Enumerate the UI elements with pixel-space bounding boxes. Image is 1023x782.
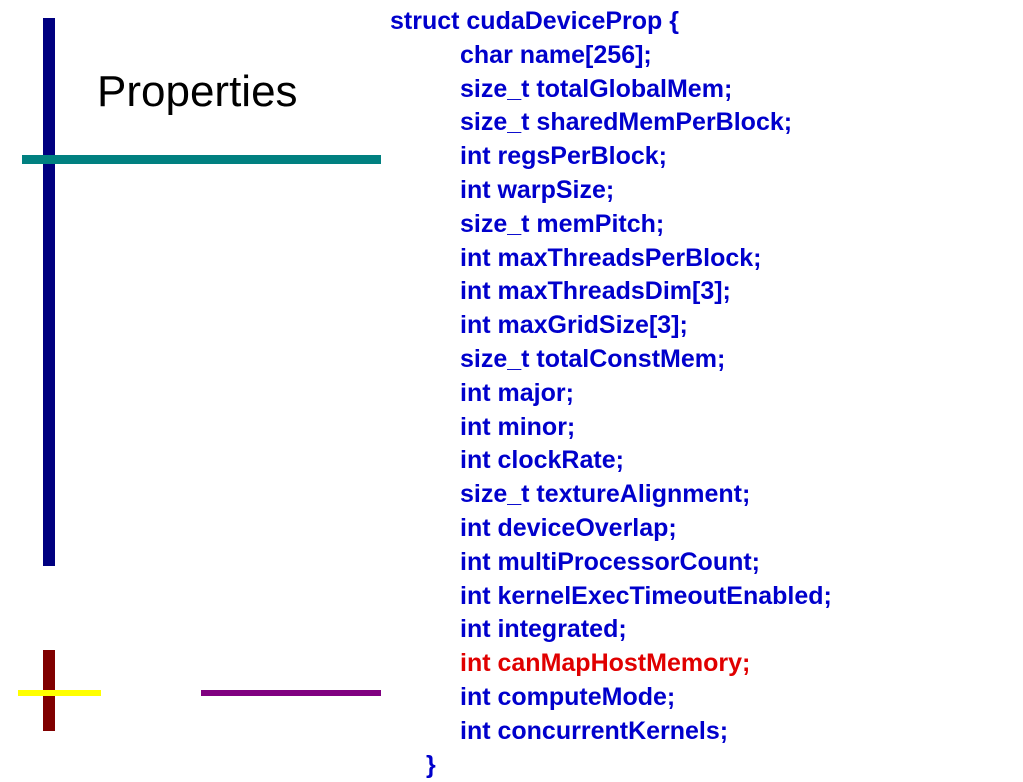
struct-field-major: int major; [460, 378, 574, 407]
struct-field-regsperblock: int regsPerBlock; [460, 142, 668, 171]
struct-field-concurrentkernels: int concurrentKernels; [460, 716, 729, 745]
struct-field-kernelexectimeoutenabled: int kernelExecTimeoutEnabled; [460, 581, 832, 610]
struct-field-sharedmemperblock: size_t sharedMemPerBlock; [460, 108, 793, 137]
decorative-horizontal-yellow-bar [18, 690, 101, 696]
struct-close-line: } [426, 750, 436, 779]
struct-field-canmaphostmemory-highlighted: int canMapHostMemory; [460, 649, 751, 678]
struct-field-minor: int minor; [460, 412, 576, 441]
struct-field-computemode: int computeMode; [460, 682, 676, 711]
struct-field-multiprocessorcount: int multiProcessorCount; [460, 547, 761, 576]
struct-field-warpsize: int warpSize; [460, 175, 615, 204]
struct-field-maxgridsize: int maxGridSize[3]; [460, 311, 688, 340]
struct-field-texturealignment: size_t textureAlignment; [460, 480, 751, 509]
decorative-vertical-navy-bar [43, 18, 55, 566]
struct-field-mempitch: size_t memPitch; [460, 209, 665, 238]
decorative-horizontal-purple-bar [201, 690, 381, 696]
struct-field-maxthreadsdim: int maxThreadsDim[3]; [460, 277, 731, 306]
struct-field-clockrate: int clockRate; [460, 446, 624, 475]
slide-title: Properties [97, 67, 298, 116]
decorative-horizontal-teal-bar [22, 155, 381, 164]
struct-field-integrated: int integrated; [460, 615, 627, 644]
struct-open-line: struct cudaDeviceProp { [390, 7, 679, 35]
struct-code-block: struct cudaDeviceProp { char name[256]; … [390, 5, 832, 782]
struct-field-totalglobalmem: size_t totalGlobalMem; [460, 74, 733, 103]
struct-field-maxthreadsperblock: int maxThreadsPerBlock; [460, 243, 762, 272]
struct-field-totalconstmem: size_t totalConstMem; [460, 344, 726, 373]
struct-field-deviceoverlap: int deviceOverlap; [460, 513, 677, 542]
struct-field-name: char name[256]; [460, 40, 652, 69]
